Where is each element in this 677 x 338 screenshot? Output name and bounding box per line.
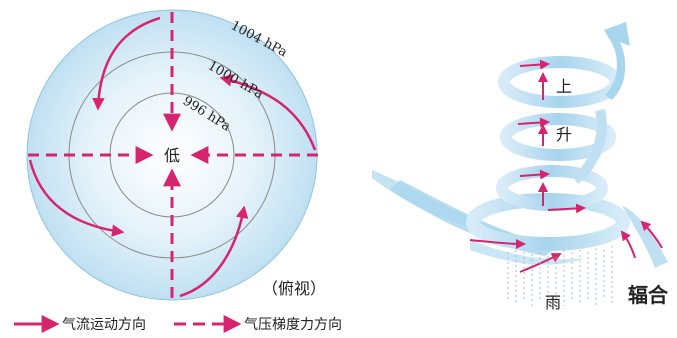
inflow-stream-right xyxy=(622,205,668,268)
coil-arrow-3 xyxy=(519,169,550,180)
airflow-arrow-sw xyxy=(28,159,125,237)
airflow-arrow-nw xyxy=(92,16,161,111)
spiral-coil-3 xyxy=(496,165,608,211)
rise-label-2: 升 xyxy=(556,125,572,144)
rise-label-1: 上 xyxy=(556,77,572,96)
inflow-arrow-bottom xyxy=(519,253,562,273)
view-label: （俯视） xyxy=(262,279,326,298)
rain-label: 雨 xyxy=(545,293,561,312)
outflow-top xyxy=(604,22,630,100)
coil-arrow-2 xyxy=(517,117,550,128)
inflow-arrow-right xyxy=(640,220,663,249)
inflow-arrow-left xyxy=(469,238,526,249)
top-view: 1004 hPa 1000 hPa 996 hPa 低 （俯视） xyxy=(26,9,326,301)
convergence-label: 辐合 xyxy=(628,283,669,307)
inflow-stream-bottom xyxy=(470,240,585,265)
legend: 气流运动方向 气压梯度力方向 xyxy=(14,315,342,333)
spiral-coil-2 xyxy=(500,113,616,161)
low-pressure-center: 低 xyxy=(164,146,180,165)
rain-streaks xyxy=(507,246,613,306)
airflow-arrow-ne xyxy=(219,74,317,151)
spiral-connector xyxy=(571,108,607,184)
legend-airflow-label: 气流运动方向 xyxy=(62,317,146,333)
legend-gradient-label: 气压梯度力方向 xyxy=(244,317,342,333)
coil-arrow-1 xyxy=(519,59,550,70)
inflow-arrow-right-2 xyxy=(620,230,636,259)
airflow-arrow-se xyxy=(179,205,249,298)
side-view: 上 升 雨 辐合 xyxy=(372,22,669,312)
coil-arrow-4 xyxy=(547,203,586,214)
